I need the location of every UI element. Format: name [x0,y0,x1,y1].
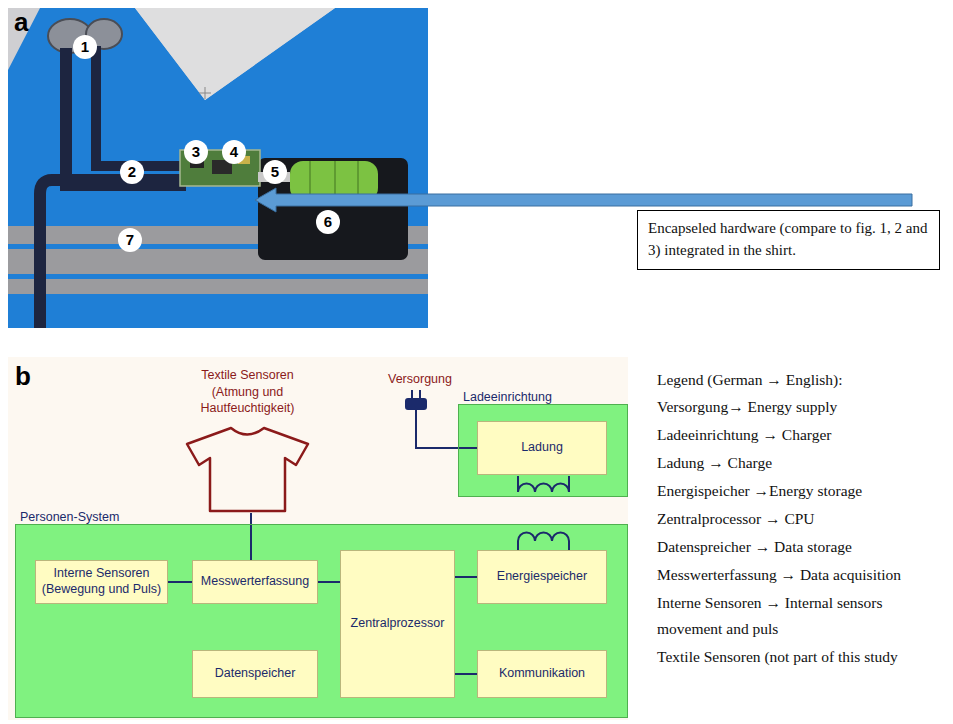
legend-text: Datenspreicher → Data storage [657,538,852,555]
callout-number: 6 [316,210,340,234]
coil-symbol [518,533,569,551]
callout-number: 2 [120,160,144,184]
node-text: Messwerterfassung [201,574,309,590]
plug-symbol [406,390,426,409]
legend-heading: Legend (German → English): [657,366,951,394]
process-box: Zentralprozessor [340,550,455,698]
legend-entry: Datenspreicher → Data storage [657,534,951,562]
shirt-photo [8,8,428,328]
legend-entry: Ladung → Charge [657,450,951,478]
panel-letter: a [14,9,28,35]
supply-label: Versorgung [388,371,452,387]
process-box: Interne Sensoren (Bewegung und Puls) [35,560,168,604]
legend-text: Textile Sensoren (not part of this study [657,648,898,665]
legend-text: Messwerterfassung → Data acquisition [657,566,901,583]
node-heading: Textile Sensoren (Atmung und Hautfeuchti… [186,367,310,416]
legend-entry: Zentralprocessor → CPU [657,506,951,534]
system-region: LadeeinrichtungLadung [458,404,628,497]
connector-line [250,513,252,560]
node-text: Energiespeicher [497,569,587,585]
process-box: Energiespeicher [477,550,607,604]
node-text: Datenspeicher [215,666,296,682]
legend-text: Ladung → Charge [657,454,772,471]
panel-ground [8,357,628,720]
legend-text: Versorgung→ Energy supply [657,398,837,415]
callout-box: Encapseled hardware (compare to fig. 1, … [637,210,940,270]
process-box: Messwerterfassung [192,560,318,604]
callout-number: 4 [222,140,246,164]
legend-entry: Textile Sensoren (not part of this study [657,644,951,672]
pointer-arrow [255,188,912,212]
connector-line [168,581,192,583]
legend-text: Interne Sensoren → Internal sensors move… [657,594,883,637]
legend-text: Ladeeinrichtung → Charger [657,426,831,443]
process-box: Kommunikation [477,650,607,698]
shirt-icon [185,425,310,513]
callout-number: 1 [73,35,97,59]
connector-line [455,576,477,578]
coil-symbol [518,476,569,492]
node-text: Encapseled hardware (compare to fig. 1, … [648,218,929,262]
node-text: Kommunikation [499,666,585,682]
legend-entry: Ladeeinrichtung → Charger [657,422,951,450]
connector-line [455,673,477,675]
node-text: Zentralprozessor [351,616,445,632]
callout-number: 3 [184,140,208,164]
node-text: Interne Sensoren (Bewegung und Puls) [41,566,162,597]
node-heading: Personen-System [20,509,119,525]
node-heading: Ladeeinrichtung [463,389,552,405]
supply-wire [416,409,477,448]
panel-letter: b [15,363,31,389]
legend-entry: Energispeicher →Energy storage [657,478,951,506]
legend-entry: Versorgung→ Energy supply [657,394,951,422]
shirt-sensor: Textile Sensoren (Atmung und Hautfeuchti… [185,425,310,513]
legend-text: Zentralprocessor → CPU [657,510,815,527]
connector-line [318,581,340,583]
process-box: Ladung [477,421,607,475]
system-region: Personen-SystemInterne Sensoren (Bewegun… [15,524,628,718]
callout-number: 7 [118,228,142,252]
process-box: Datenspeicher [192,650,318,698]
node-text: Ladung [521,440,563,456]
legend-block: Legend (German → English): Versorgung→ En… [657,366,951,672]
legend-entry: Messwerterfassung → Data acquisition [657,562,951,590]
legend-entry: Interne Sensoren → Internal sensors move… [657,590,951,644]
shirt-outline [187,428,308,511]
callout-number: 5 [263,160,287,184]
legend-text: Energispeicher →Energy storage [657,482,862,499]
